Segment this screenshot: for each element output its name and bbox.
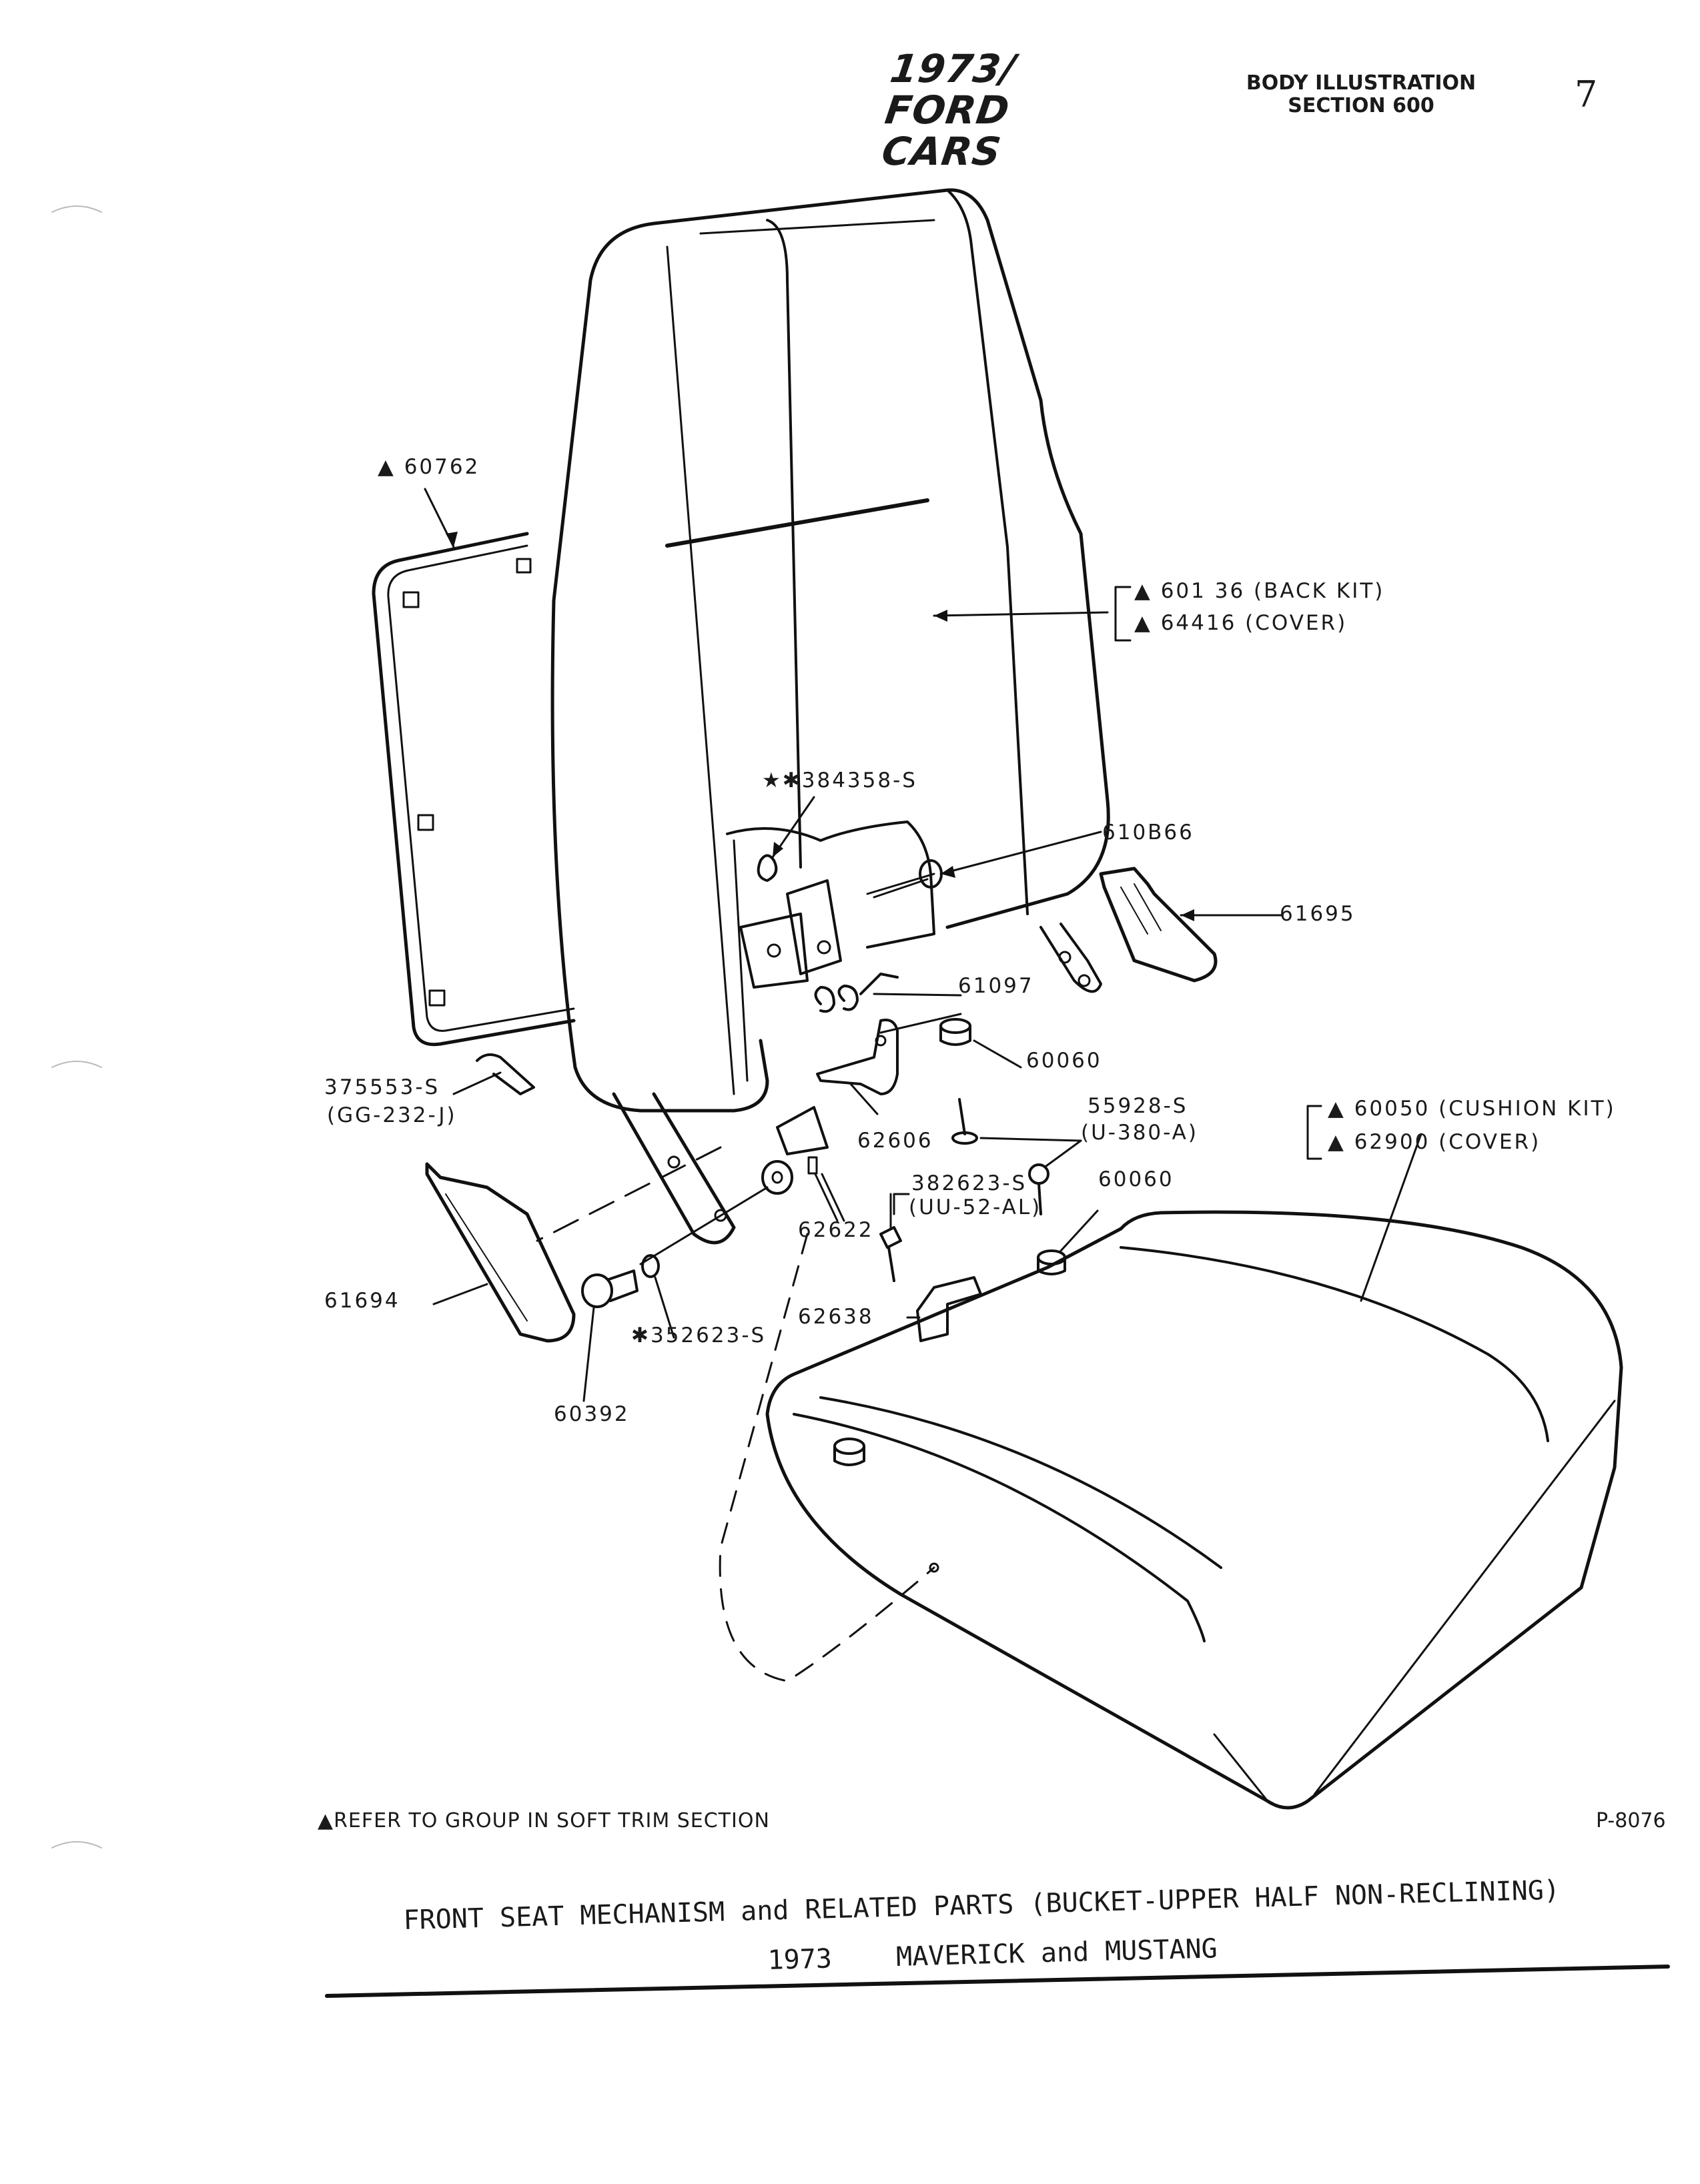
left-hinge-arm: [612, 1092, 736, 1245]
bracket-382623: [893, 1193, 910, 1215]
hinge-mechanism: [739, 854, 943, 989]
callout-61694: 61694: [324, 1289, 400, 1313]
pivot-dashed-outline: [719, 1233, 935, 1682]
callout-610B66: 610B66: [1102, 821, 1194, 845]
callout-60060-lower: 60060: [1098, 1167, 1174, 1191]
callout-62900-cover: ▲ 62900 (COVER): [1328, 1130, 1541, 1154]
trim-shield-61695: [1099, 867, 1218, 983]
callout-60392: 60392: [554, 1402, 630, 1426]
plate-code: P-8076: [1596, 1809, 1666, 1832]
shoulder-bolt-60392: [581, 1269, 639, 1308]
caption-rule: [325, 1965, 1670, 1998]
release-handle-62622: [776, 1106, 829, 1175]
binder-hole-mark-top: [51, 205, 102, 213]
callout-384358-s: ★✱384358-S: [762, 768, 917, 792]
section-heading: BODY ILLUSTRATION SECTION 600: [1241, 72, 1481, 117]
arrow-heads: [446, 532, 1194, 921]
binder-hole-mark-bottom: [51, 1841, 102, 1848]
section-title: BODY ILLUSTRATION: [1246, 71, 1476, 95]
seat-back-60136: [550, 188, 1110, 1113]
callout-382623-s-code: (UU-52-AL): [909, 1195, 1042, 1219]
trim-shield-61694: [425, 1162, 576, 1343]
callout-375553-s: 375553-S: [324, 1075, 440, 1099]
bracket-back-kit: [1114, 586, 1132, 642]
section-number: SECTION 600: [1288, 94, 1434, 117]
bolt-382623: [879, 1226, 902, 1282]
callout-64416-cover: ▲ 64416 (COVER): [1134, 611, 1348, 635]
page-number: 7: [1575, 73, 1598, 115]
callout-62606: 62606: [857, 1129, 933, 1153]
washer: [761, 1160, 793, 1195]
binder-hole-mark-mid: [51, 1061, 102, 1068]
spacer-60060-upper: [939, 1018, 971, 1046]
seat-cushion-60050: [765, 1210, 1623, 1810]
support-bracket-62638: [916, 1276, 982, 1342]
callout-61695: 61695: [1280, 902, 1356, 926]
callout-60136-back-kit: ▲ 601 36 (BACK KIT): [1134, 579, 1385, 603]
spacer-cushion-front: [833, 1438, 865, 1466]
callout-61097: 61097: [958, 974, 1034, 998]
callout-55928-s: 55928-S: [1088, 1094, 1188, 1118]
screw-55928-upper: [951, 1098, 978, 1145]
clip-375553: [476, 1053, 535, 1095]
soft-trim-footnote: ▲REFER TO GROUP IN SOFT TRIM SECTION: [318, 1809, 770, 1832]
callout-60050-cushion-kit: ▲ 60050 (CUSHION KIT): [1328, 1097, 1616, 1121]
cushion-pivot-hole: [929, 1562, 939, 1573]
nut-352623: [641, 1254, 660, 1278]
callout-62638: 62638: [798, 1305, 874, 1329]
callout-382623-s: 382623-S: [911, 1171, 1027, 1195]
screw-55928-lower: [1028, 1163, 1049, 1215]
callout-60060-upper: 60060: [1026, 1049, 1102, 1073]
leader-lines: [424, 488, 1422, 1402]
callout-352623-s: ✱352623-S: [631, 1323, 767, 1347]
bracket-cushion-kit: [1306, 1105, 1322, 1160]
right-hinge-arm: [1039, 923, 1102, 993]
back-panel-60762: [372, 532, 576, 1047]
spring-61097: [814, 973, 899, 1013]
callout-55928-s-code: (U-380-A): [1081, 1121, 1198, 1145]
callout-62622: 62622: [798, 1218, 874, 1242]
latch-62606: [816, 1019, 899, 1095]
callout-375553-s-code: (GG-232-J): [327, 1103, 457, 1127]
callout-60762: ▲ 60762: [378, 455, 480, 479]
